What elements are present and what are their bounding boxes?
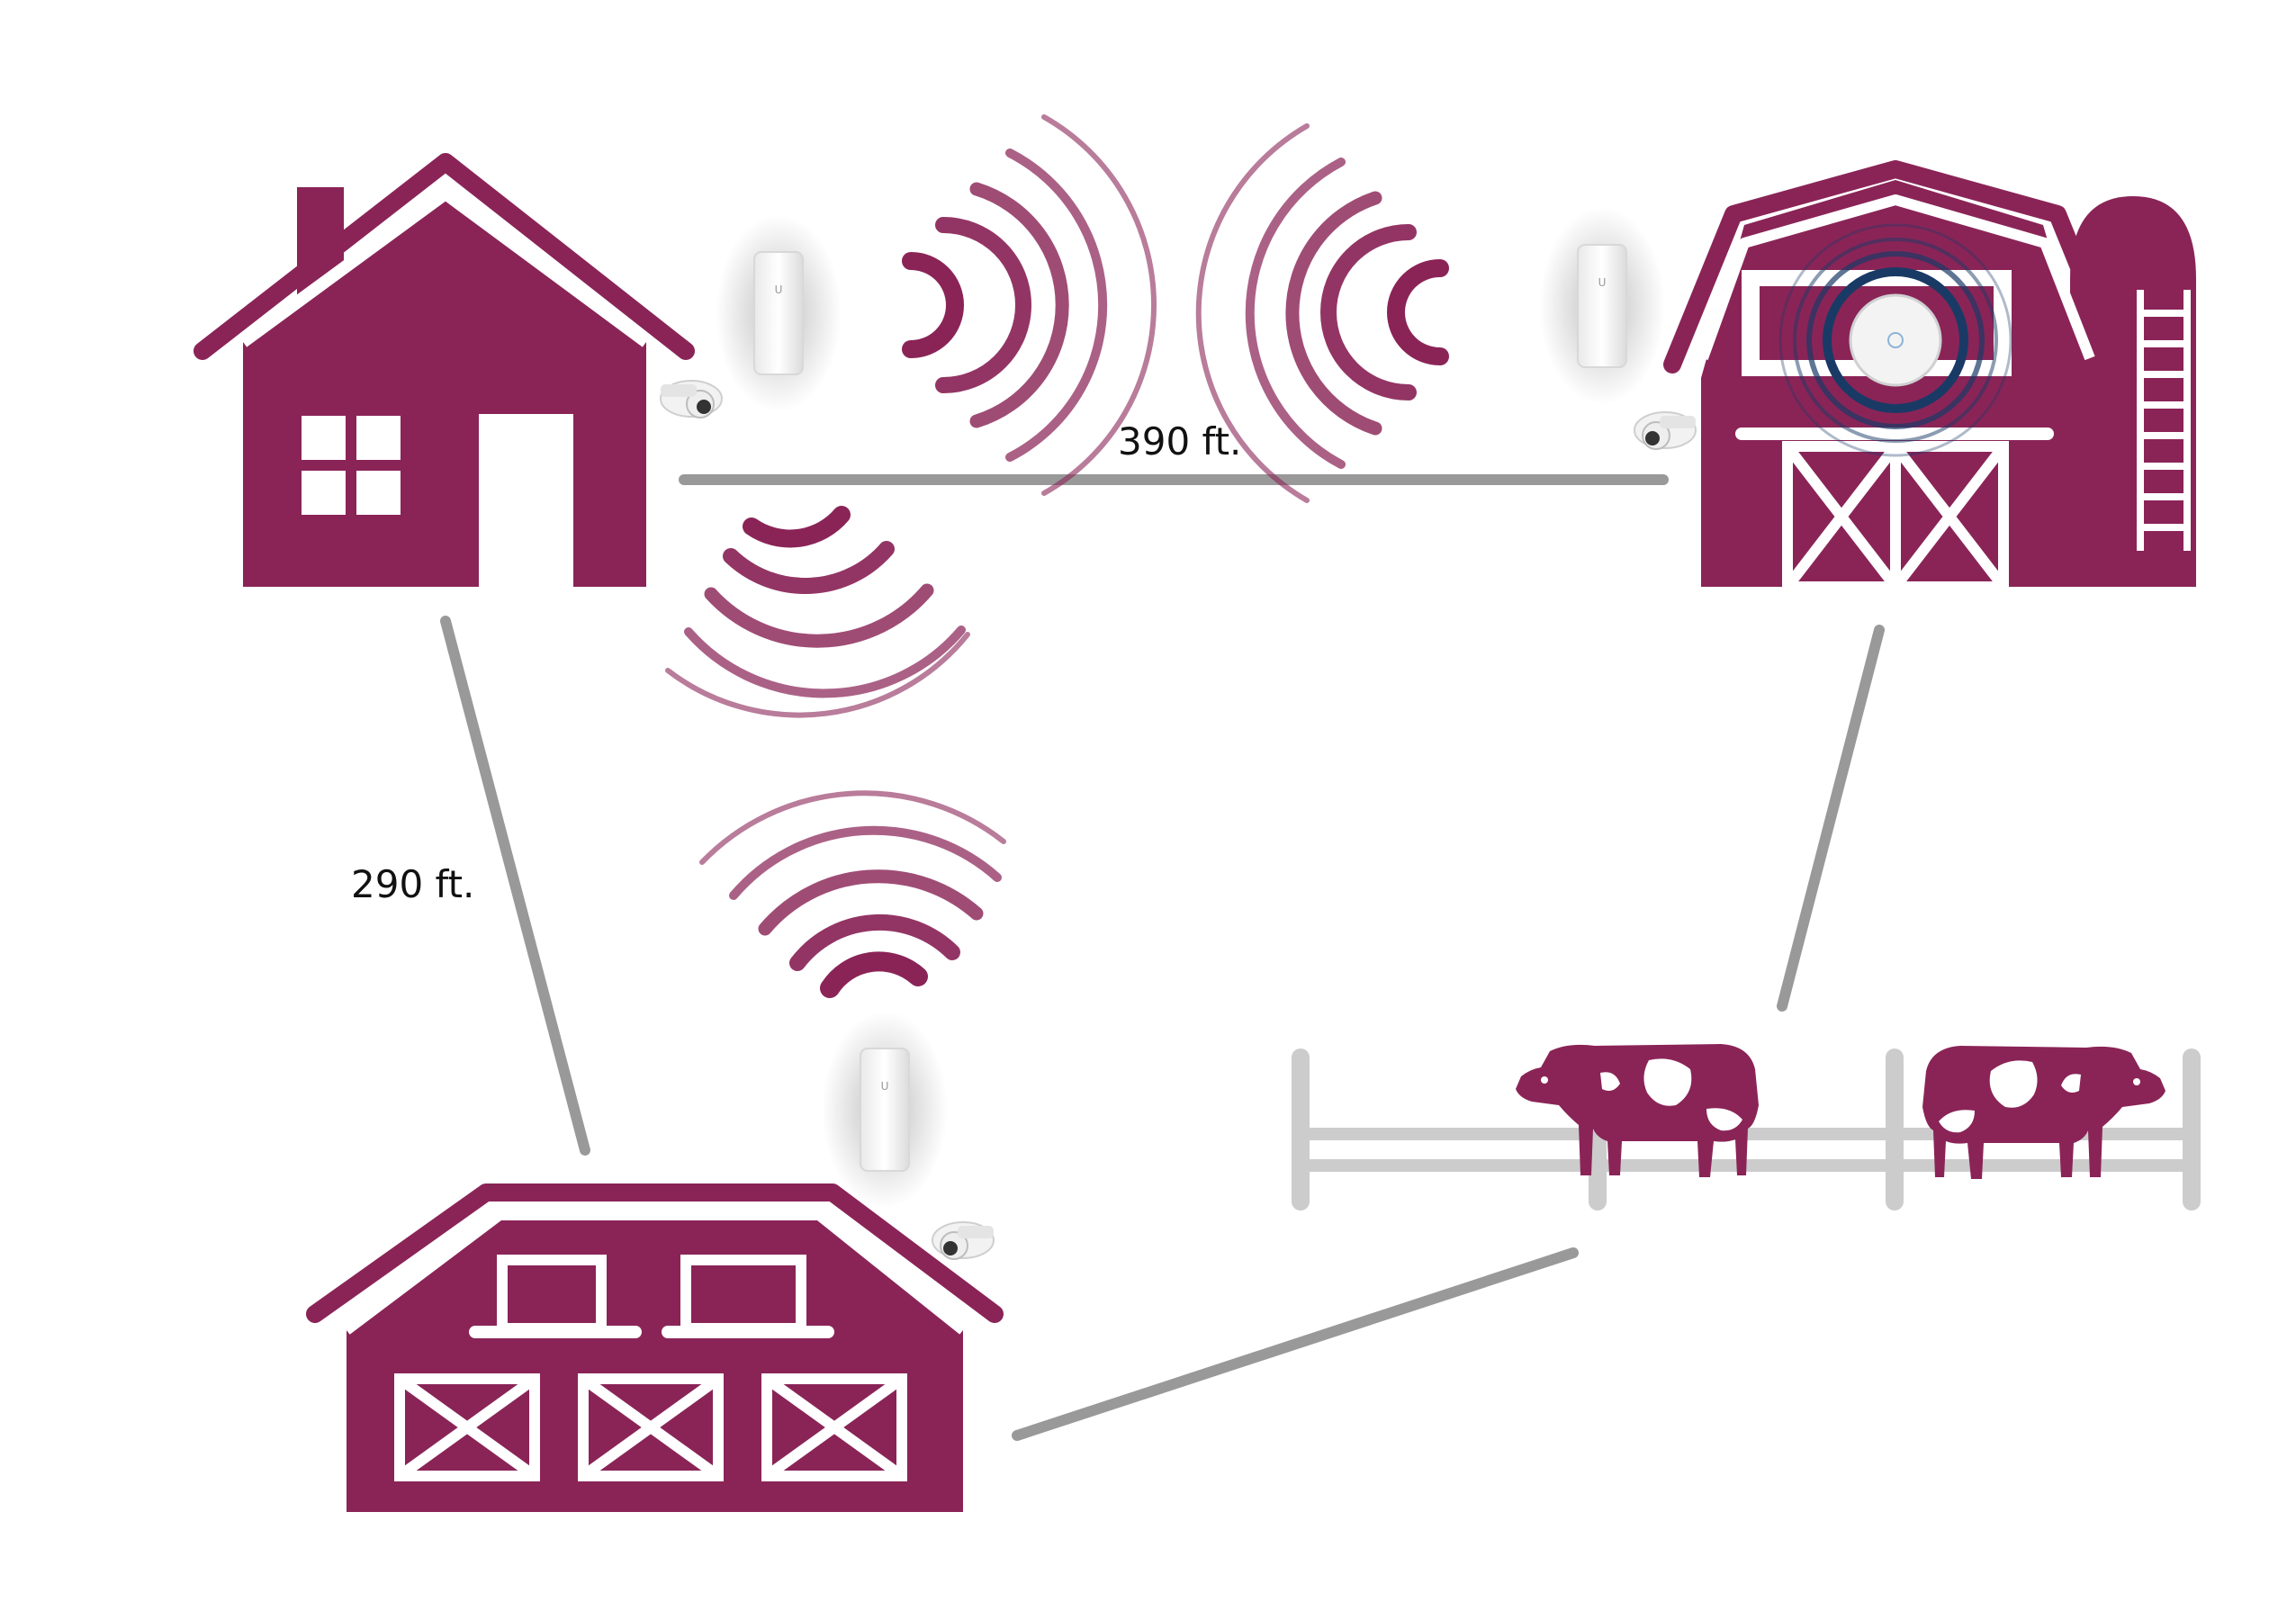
access-point-icon: [822, 1011, 948, 1209]
wifi-signal-icon: [668, 515, 968, 716]
security-camera-icon: [1634, 412, 1696, 449]
distance-label-house-barn: 390 ft.: [1118, 419, 1241, 464]
shed-icon: [315, 1192, 995, 1512]
wifi-signal-icon: [702, 793, 1004, 988]
cow-icon: [1922, 1046, 2165, 1179]
distance-label-house-shed: 290 ft.: [351, 862, 474, 906]
link-shed-fence: [1017, 1253, 1573, 1436]
cow-icon: [1516, 1044, 1759, 1177]
access-point-icon: [1539, 207, 1665, 405]
security-camera-icon: [932, 1222, 994, 1259]
access-point-icon: [716, 214, 842, 412]
security-camera-icon: [661, 381, 722, 418]
link-barn-fence: [1782, 630, 1879, 1006]
house-icon: [203, 162, 686, 587]
house-door: [479, 414, 573, 587]
